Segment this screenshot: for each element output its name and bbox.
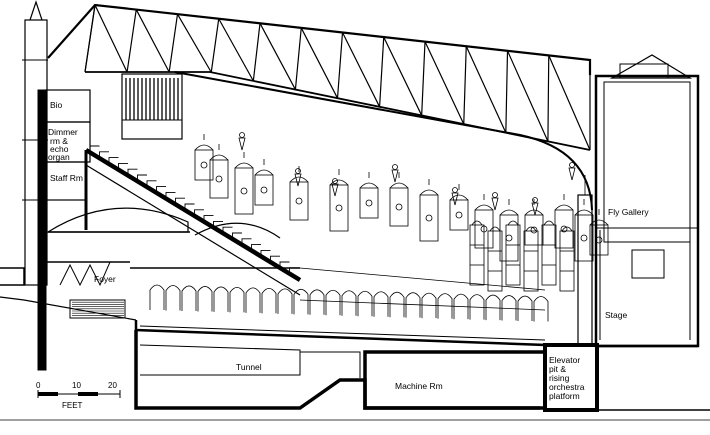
dimmer-label-line4: organ xyxy=(48,152,70,162)
elevator-label-line3: rising xyxy=(549,373,570,383)
left-tower xyxy=(22,0,48,371)
bio-label: Bio xyxy=(50,100,63,110)
dimmer-label: Dimmer rm & echo organ xyxy=(48,127,78,162)
scale-tick-0: 0 xyxy=(36,381,41,390)
machine-room-label: Machine Rm xyxy=(395,381,443,391)
foyer-dome xyxy=(194,222,281,239)
elevator-label-line5: platform xyxy=(549,391,580,401)
elevator-label-line4: orchestra xyxy=(549,382,585,392)
fly-gallery-label: Fly Gallery xyxy=(608,207,649,217)
dimmer-label-line2: rm & xyxy=(50,136,68,146)
scale-tick-20: 20 xyxy=(108,381,117,390)
elevator-label-line1: Elevator xyxy=(549,355,580,365)
stage-label: Stage xyxy=(605,310,627,320)
elevator-label: Elevator pit & rising orchestra platform xyxy=(549,355,585,401)
balcony xyxy=(84,145,302,296)
projection-block xyxy=(45,73,183,230)
foyer-label: Foyer xyxy=(94,274,116,284)
basement xyxy=(0,267,710,421)
auditorium-ceiling xyxy=(174,71,593,211)
roof-truss xyxy=(47,3,592,151)
dimmer-label-line1: Dimmer xyxy=(48,127,78,137)
foyer-stair xyxy=(59,261,126,319)
scale-tick-10: 10 xyxy=(72,381,81,390)
dimmer-label-line3: echo xyxy=(50,144,69,154)
scale-unit-label: FEET xyxy=(62,401,83,410)
elevator-label-line2: pit & xyxy=(549,364,566,374)
staff-room-label: Staff Rm xyxy=(50,173,83,183)
lower-dome xyxy=(45,207,189,233)
tunnel-label: Tunnel xyxy=(236,362,262,372)
scale-bar: 0 10 20 FEET xyxy=(36,381,121,410)
